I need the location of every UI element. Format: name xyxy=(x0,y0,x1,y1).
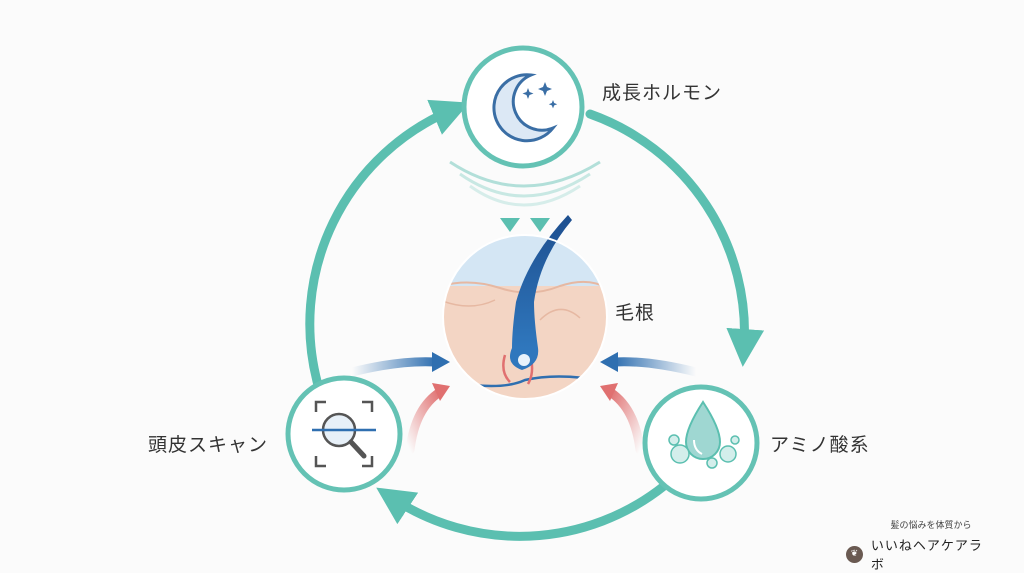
water-drop-bubbles-icon xyxy=(668,400,740,469)
hormone-down-arrows xyxy=(500,178,550,232)
brand-watermark: 髪の悩みを体質から ❦ いいねヘアケアラボ xyxy=(846,518,996,573)
scalp-node xyxy=(285,375,403,493)
hormone-label: 成長ホルモン xyxy=(602,82,723,104)
cycle-arrow-amino-to-scalp xyxy=(376,481,669,541)
hair-strand xyxy=(509,215,572,370)
amino-label: アミノ酸系 xyxy=(770,434,870,456)
root-ring xyxy=(442,234,608,400)
cycle-arrow-hormone-to-amino xyxy=(585,109,765,367)
hormone-waves xyxy=(449,160,601,207)
leaf-logo-icon: ❦ xyxy=(846,545,863,563)
amino-node xyxy=(642,384,760,502)
left-input-arrows xyxy=(347,352,450,455)
hormone-node xyxy=(461,45,585,169)
scan-magnifier-icon xyxy=(312,400,376,468)
brand-name: いいねヘアケアラボ xyxy=(870,539,983,573)
right-input-arrows xyxy=(600,352,701,455)
scalp-label: 頭皮スキャン xyxy=(148,434,269,456)
root-label: 毛根 xyxy=(615,302,656,324)
brand-tagline: 髪の悩みを体質から xyxy=(890,521,972,531)
cycle-arrow-scalp-to-hormone xyxy=(305,99,470,390)
moon-stars-icon xyxy=(492,73,558,143)
